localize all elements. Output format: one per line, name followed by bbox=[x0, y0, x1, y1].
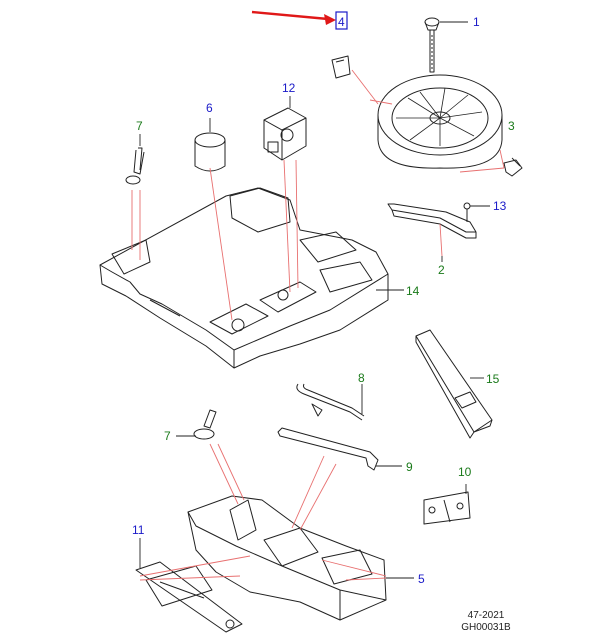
callout-9[interactable]: 9 bbox=[406, 460, 413, 474]
callout-6[interactable]: 6 bbox=[206, 101, 213, 115]
callout-14[interactable]: 14 bbox=[406, 284, 420, 298]
part-1-retaining-bolt bbox=[424, 17, 440, 73]
part-15-handle bbox=[415, 329, 493, 439]
callout-3[interactable]: 3 bbox=[508, 119, 515, 133]
spare-wheel bbox=[377, 74, 503, 169]
callout-5[interactable]: 5 bbox=[418, 572, 425, 586]
callout-7-top[interactable]: 7 bbox=[136, 119, 143, 133]
part-10-plate bbox=[423, 491, 471, 525]
callout-13[interactable]: 13 bbox=[493, 199, 507, 213]
part-2-bracket bbox=[387, 203, 477, 239]
part-3-clip bbox=[503, 159, 523, 177]
page-reference: 47-2021 bbox=[467, 610, 505, 621]
part-14-foam-tray bbox=[99, 187, 389, 369]
callout-8[interactable]: 8 bbox=[358, 371, 365, 385]
part-9-wheel-brace bbox=[277, 427, 379, 471]
part-7-towing-eye-bottom bbox=[193, 409, 217, 440]
part-12-compressor bbox=[263, 107, 307, 161]
callout-7-bottom[interactable]: 7 bbox=[164, 429, 171, 443]
part-11-jack bbox=[135, 561, 243, 633]
callout-12[interactable]: 12 bbox=[282, 81, 296, 95]
callout-2[interactable]: 2 bbox=[438, 263, 445, 277]
part-7-towing-eye-top bbox=[125, 147, 145, 185]
callout-15[interactable]: 15 bbox=[486, 372, 500, 386]
callout-4[interactable]: 4 bbox=[338, 15, 345, 29]
callout-4-highlight-box bbox=[335, 11, 348, 30]
callout-1[interactable]: 1 bbox=[473, 15, 480, 29]
part-6-canister bbox=[194, 132, 226, 172]
part-13-screw bbox=[463, 202, 471, 222]
callout-10[interactable]: 10 bbox=[458, 465, 472, 479]
part-5-lower-tray bbox=[187, 495, 387, 621]
part-4-cover bbox=[331, 55, 351, 79]
callout-11[interactable]: 11 bbox=[132, 523, 145, 537]
highlight-arrow bbox=[251, 10, 336, 25]
drawing-reference: GH00031B bbox=[461, 622, 511, 633]
leader-lines bbox=[131, 69, 505, 581]
part-8-hook bbox=[296, 383, 365, 421]
callout-ticks bbox=[139, 21, 521, 579]
